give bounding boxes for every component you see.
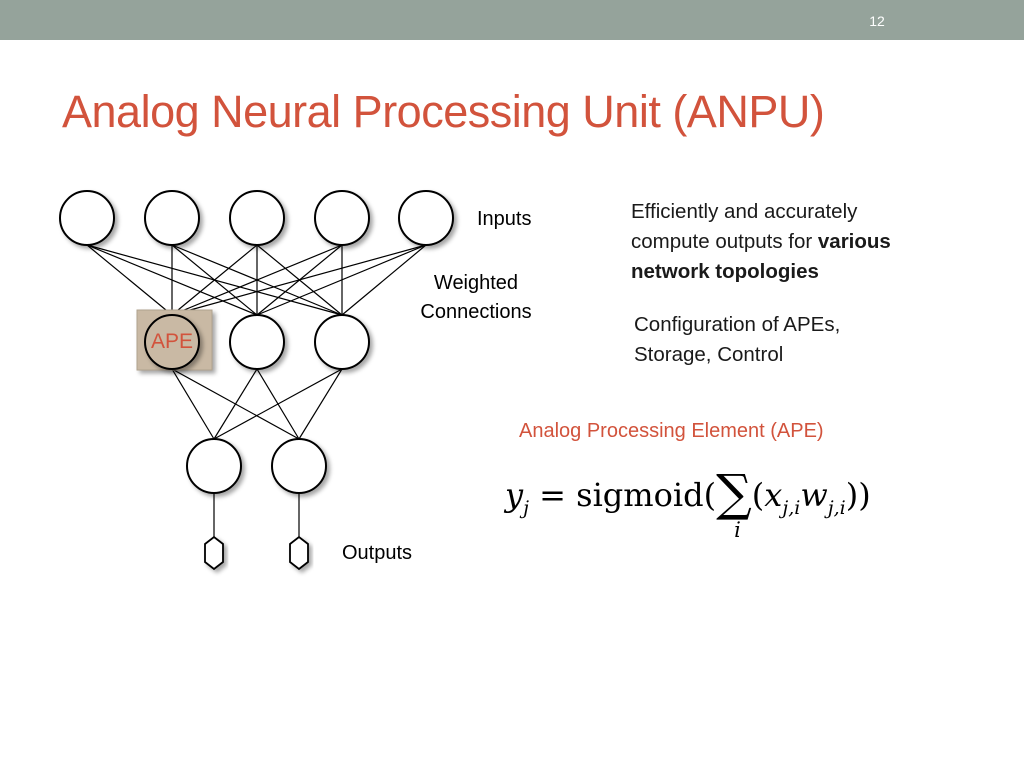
connection-line xyxy=(256,244,427,316)
connection-line xyxy=(171,368,215,440)
formula-close: )) xyxy=(845,476,871,514)
input-node xyxy=(59,190,115,246)
connection-line xyxy=(171,244,343,316)
weighted-connections-label: Weighted Connections xyxy=(406,269,546,327)
efficiency-line2-prefix: compute outputs for xyxy=(631,230,818,253)
header-bar xyxy=(0,0,1024,40)
hidden-node xyxy=(229,314,285,370)
efficiency-line1: Efficiently and accurately xyxy=(631,200,858,223)
sum-symbol: ∑i xyxy=(716,464,752,542)
formula-w: w xyxy=(800,476,828,514)
efficiency-text: Efficiently and accurately compute outpu… xyxy=(631,197,971,287)
output-node xyxy=(271,438,327,494)
formula-y: y xyxy=(505,476,524,514)
efficiency-line3-bold: network topologies xyxy=(631,260,819,283)
input-node xyxy=(144,190,200,246)
inputs-label: Inputs xyxy=(477,208,532,230)
formula-w-sub: j,i xyxy=(827,497,846,519)
output-node xyxy=(186,438,242,494)
efficiency-line2-bold: various xyxy=(817,230,891,253)
connection-line xyxy=(298,368,343,440)
formula-eq: = sigmoid( xyxy=(539,476,717,514)
connection-line xyxy=(213,368,343,440)
input-node xyxy=(229,190,285,246)
weighted-connections xyxy=(86,244,427,440)
outputs-label: Outputs xyxy=(342,542,413,564)
input-node xyxy=(314,190,370,246)
config-line2: Storage, Control xyxy=(634,343,784,366)
connection-line xyxy=(86,244,173,316)
formula-y-sub: j xyxy=(523,497,529,519)
formula-x-sub: j,i xyxy=(782,497,801,519)
connection-line xyxy=(171,244,427,316)
input-node xyxy=(398,190,454,246)
connection-line xyxy=(171,244,258,316)
slide-number: 12 xyxy=(869,13,885,29)
weighted-label-line2: Connections xyxy=(420,301,532,323)
ape-heading: Analog Processing Element (APE) xyxy=(519,420,824,442)
formula-x: x xyxy=(764,476,783,514)
output-terminal-icon xyxy=(204,535,224,571)
slide-title: Analog Neural Processing Unit (ANPU) xyxy=(62,86,825,137)
weighted-label-line1: Weighted xyxy=(433,272,519,294)
sigmoid-formula: yj = sigmoid(∑i(xj,iwj,i)) xyxy=(505,460,871,542)
ape-node xyxy=(144,314,200,370)
ape-label: APE xyxy=(151,330,193,353)
config-line1: Configuration of APEs, xyxy=(634,313,841,336)
connection-line xyxy=(213,368,258,440)
connection-line xyxy=(341,244,427,316)
configuration-text: Configuration of APEs, Storage, Control xyxy=(634,310,964,370)
hidden-node xyxy=(314,314,370,370)
sum-subscript: i xyxy=(734,518,741,542)
output-terminal-icon xyxy=(289,535,309,571)
